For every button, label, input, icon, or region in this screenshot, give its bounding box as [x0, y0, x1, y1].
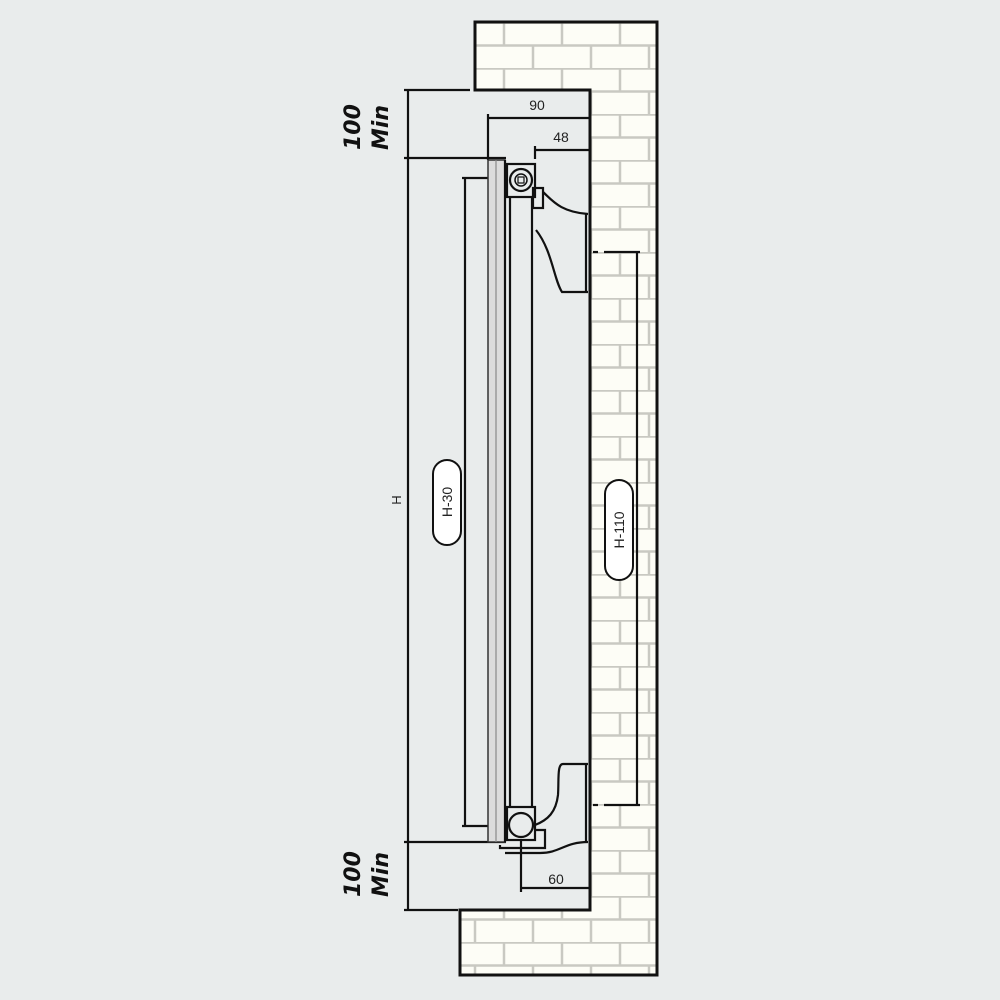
bracket-dim-label: H-110: [611, 511, 627, 548]
bottom-bracket: [498, 762, 589, 855]
bracket-dim-pill: [604, 479, 634, 581]
panel-dim-pill: [432, 459, 462, 546]
min-top-unit: Min: [369, 105, 394, 150]
min-top-value: 100: [341, 104, 366, 150]
top-bracket: [531, 186, 589, 294]
depth-90-label: 90: [529, 97, 545, 113]
min-bottom-unit: Min: [369, 852, 394, 897]
panel-dim-label: H-30: [439, 487, 455, 518]
depth-48-label: 48: [553, 129, 569, 145]
radiator-panel: [487, 159, 537, 843]
vent-valve-icon: [508, 167, 534, 193]
pipe-connection-icon: [507, 811, 535, 839]
height-label: H: [389, 495, 404, 504]
brick-wall: [458, 20, 659, 977]
min-bottom-value: 100: [341, 851, 366, 897]
pipe-offset-label: 60: [548, 871, 564, 887]
